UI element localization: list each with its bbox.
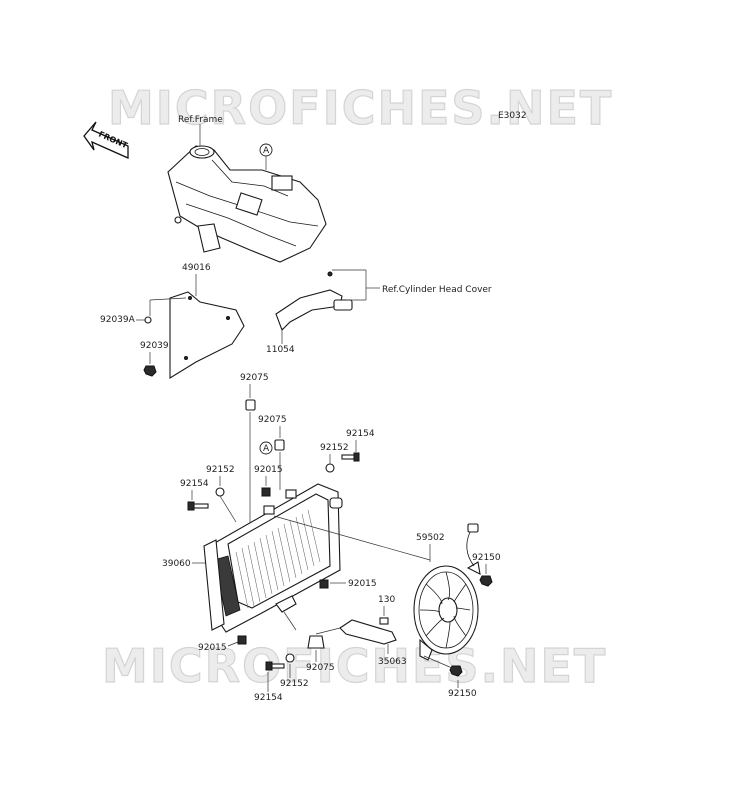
- callout-130: 130: [378, 595, 395, 605]
- cover-plate-part: [169, 291, 245, 379]
- callout-49016: 49016: [182, 263, 211, 273]
- bolt-92154-b: [341, 452, 360, 462]
- watermark-bottom: MICROFICHES.NET: [102, 639, 607, 693]
- bolt-92154-c: [265, 661, 285, 671]
- collar-92015-c: [237, 635, 247, 645]
- ref-frame-label: Ref.Frame: [178, 115, 223, 125]
- callout-92015-c: 92015: [198, 643, 227, 653]
- stay-35063-part: [339, 619, 397, 645]
- watermark-top: MICROFICHES.NET: [108, 81, 613, 135]
- radiator-part: [203, 483, 343, 633]
- frame-part: [167, 145, 327, 263]
- callout-92154-a: 92154: [180, 479, 209, 489]
- callout-39060: 39060: [162, 559, 191, 569]
- clip-92039A: [144, 316, 152, 324]
- lower-mount-part: [275, 595, 297, 613]
- washer-92152-c: [285, 653, 295, 663]
- collar-92015-b: [319, 579, 329, 589]
- callout-92039A: 92039A: [100, 315, 136, 325]
- callout-35063: 35063: [378, 657, 407, 667]
- grommet-92075-b: [274, 439, 285, 451]
- diagram-code: E3032: [498, 111, 527, 121]
- bolt-92154-a: [187, 501, 209, 511]
- bracket-11054-part: [275, 271, 353, 331]
- callout-92152-c: 92152: [280, 679, 309, 689]
- callout-92150-b: 92150: [448, 689, 477, 699]
- svg-text:A: A: [263, 444, 270, 454]
- nut-92150-a: [479, 575, 493, 587]
- callout-92152-b: 92152: [320, 443, 349, 453]
- callout-92154-c: 92154: [254, 693, 283, 703]
- callout-59502: 59502: [416, 533, 445, 543]
- nut-92150-b: [449, 665, 463, 677]
- callout-92075-c: 92075: [306, 663, 335, 673]
- svg-text:A: A: [263, 146, 270, 156]
- ref-a-marker-mid: A: [259, 441, 273, 455]
- callout-92150-a: 92150: [472, 553, 501, 563]
- ref-a-marker-top: A: [259, 143, 273, 170]
- callout-92154-b: 92154: [346, 429, 375, 439]
- callout-92152-a: 92152: [206, 465, 235, 475]
- ref-cylinder-head-label: Ref.Cylinder Head Cover: [382, 285, 492, 295]
- grommet-92075-a: [245, 399, 256, 411]
- grommet-92075-c: [307, 635, 325, 649]
- callout-92015-b: 92015: [348, 579, 377, 589]
- callout-92075-b: 92075: [258, 415, 287, 425]
- washer-92152-a: [215, 487, 225, 497]
- washer-92152-b: [325, 463, 335, 473]
- cooling-fan-part: [413, 523, 481, 661]
- callout-92075-a: 92075: [240, 373, 269, 383]
- callout-92015-a: 92015: [254, 465, 283, 475]
- collar-92015-a: [261, 487, 271, 497]
- callout-11054: 11054: [266, 345, 295, 355]
- clip-130: [379, 617, 389, 625]
- nut-92039: [143, 365, 157, 377]
- callout-92039: 92039: [140, 341, 169, 351]
